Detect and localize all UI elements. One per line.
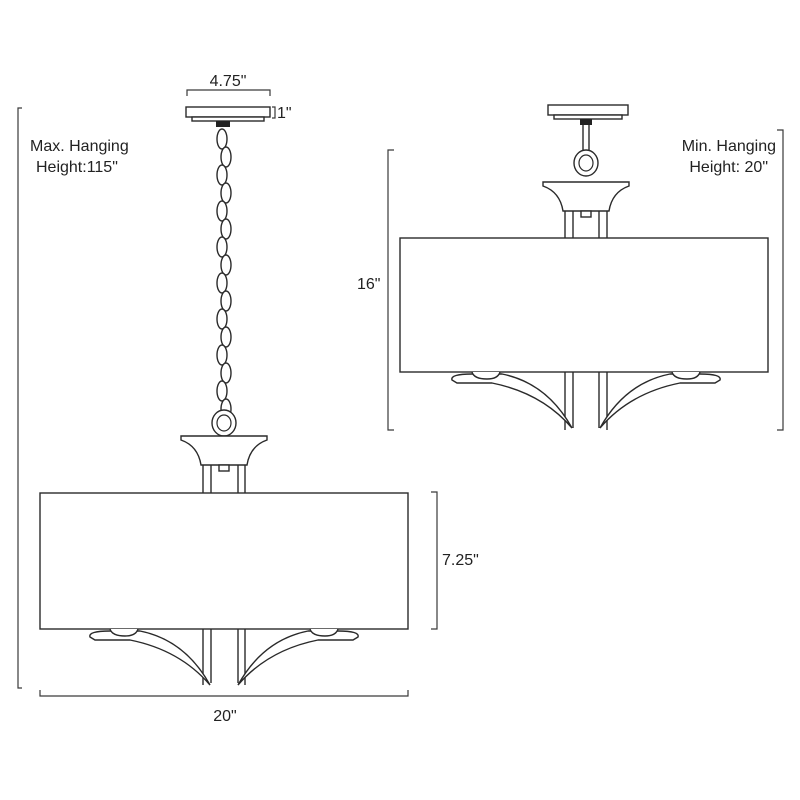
shade-height-label: 7.25" [442, 552, 479, 569]
chain-link [216, 128, 228, 150]
down-rods [202, 465, 246, 493]
chain-link [216, 380, 228, 402]
arm-right [237, 630, 359, 686]
chain-link [220, 326, 232, 348]
chain-link [220, 146, 232, 168]
bulb-cup-left [471, 371, 501, 380]
arm-left [89, 630, 211, 686]
bulb-cup-right [309, 628, 339, 637]
canopy-socket [216, 121, 230, 127]
lower-rods [202, 629, 246, 685]
chain-link [220, 182, 232, 204]
chain-link [216, 164, 228, 186]
max-hanging-label-2: Height:115" [36, 159, 118, 176]
cup [180, 435, 268, 466]
chain-link [216, 272, 228, 294]
max-hanging-label-1: Max. Hanging [30, 138, 129, 155]
canopy-plate [185, 106, 271, 118]
cup-nut [580, 210, 592, 218]
cup [542, 181, 630, 212]
canopy-plate [547, 104, 629, 116]
chain-link [216, 308, 228, 330]
canopy-socket [580, 119, 592, 125]
min-height-dimension [387, 149, 394, 431]
width-label: 20" [213, 708, 236, 725]
canopy-height-dimension [272, 106, 276, 119]
lower-rods [564, 372, 608, 430]
min-height-label: 16" [357, 276, 380, 293]
drum-shade [39, 492, 409, 630]
width-dimension [39, 690, 409, 697]
min-hanging-label-2: Height: 20" [689, 159, 768, 176]
chain-link [216, 344, 228, 366]
cup-nut [218, 464, 230, 472]
min-hanging-label-1: Min. Hanging [682, 138, 776, 155]
chain-ring-inner [216, 414, 232, 432]
chain-link [220, 362, 232, 384]
chain-link [216, 236, 228, 258]
canopy-base [553, 114, 623, 120]
drum-shade [399, 237, 769, 373]
arm-right [599, 373, 721, 429]
canopy-width-dimension [186, 89, 271, 96]
canopy-base [191, 116, 265, 122]
canopy-height-label: 1" [277, 105, 292, 122]
fixture-max-hanging: 4.75" 1" Max. Hanging Height:115" 7.25" … [17, 73, 479, 725]
chain-link [220, 254, 232, 276]
bulb-cup-left [109, 628, 139, 637]
short-chain [582, 125, 590, 150]
fixture-min-hanging: 16" Min. Hanging Height: 20" [357, 104, 784, 431]
shade-height-dimension [431, 491, 438, 630]
min-hanging-dimension [777, 129, 784, 431]
chain-link [220, 218, 232, 240]
down-rods [564, 211, 608, 238]
chain-ring-inner [578, 154, 594, 172]
max-height-dimension [17, 107, 22, 689]
bulb-cup-right [671, 371, 701, 380]
chain-link [220, 290, 232, 312]
arm-left [451, 373, 573, 429]
chain [216, 128, 232, 420]
canopy-width-label: 4.75" [210, 73, 247, 90]
chain-link [216, 200, 228, 222]
